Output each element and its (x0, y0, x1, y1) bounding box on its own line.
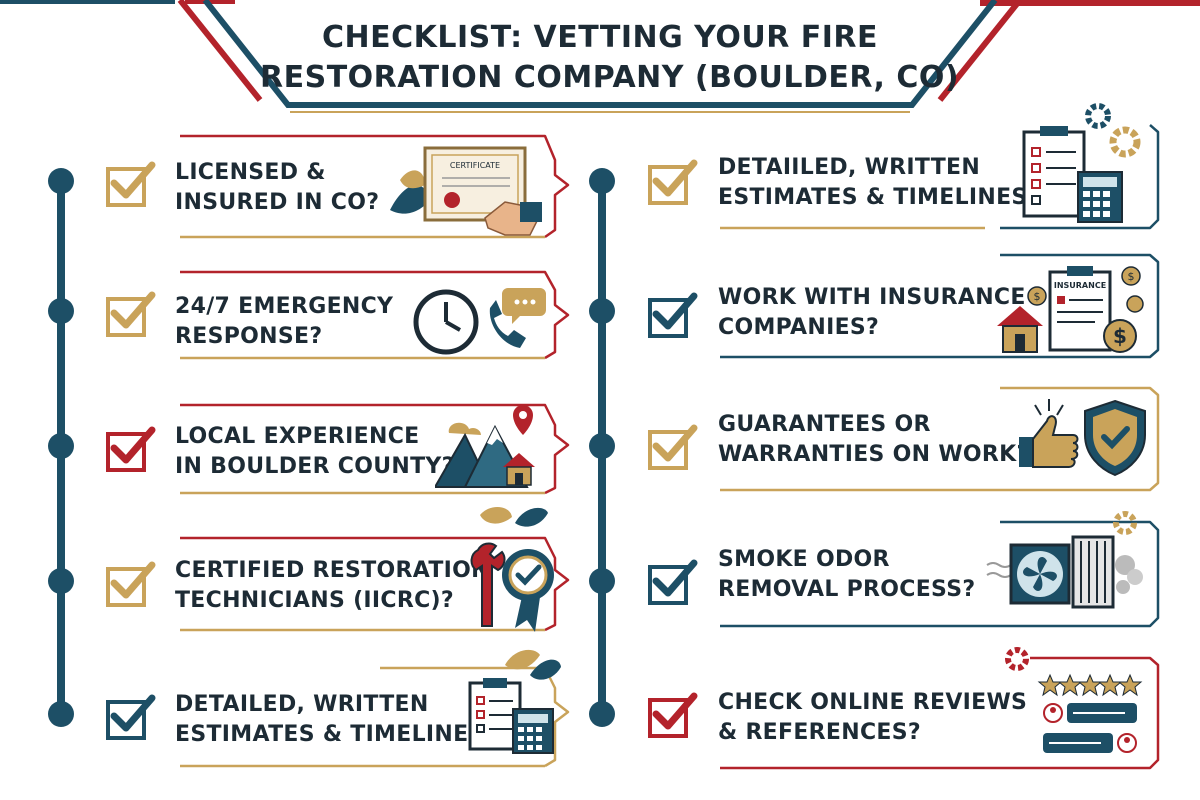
checkmark-icon (652, 692, 698, 730)
title-line-1: CHECKLIST: VETTING YOUR FIRE (321, 20, 878, 55)
insurance-document-icon: $ INSURANCE $ $ (997, 266, 1144, 353)
svg-text:$: $ (1113, 324, 1127, 348)
clipboard-calculator-gears-icon (1022, 103, 1141, 223)
wrench-badge-icon (470, 506, 554, 632)
checkmark-icon (652, 292, 698, 330)
timeline-dot (589, 701, 615, 727)
item-reviews: CHECK ONLINE REVIEWS & REFERENCES? (718, 690, 1028, 745)
checkmark-icon (652, 159, 698, 197)
checkbox-reviews (648, 692, 698, 738)
checkbox-estimates-right (648, 159, 698, 205)
checkmark-icon (110, 426, 156, 464)
timeline-dot (589, 568, 615, 594)
svg-text:$: $ (1034, 290, 1041, 303)
checkbox-certified (106, 561, 156, 607)
item-smoke-odor: SMOKE ODOR REMOVAL PROCESS? (718, 547, 976, 602)
timeline-dot (48, 568, 74, 594)
timeline-dot (589, 433, 615, 459)
item-emergency: 24/7 EMERGENCY RESPONSE? (175, 294, 394, 349)
svg-text:$: $ (1128, 270, 1135, 283)
title-line-2: RESTORATION COMPANY (BOULDER, CO) (260, 60, 960, 95)
timeline-dot (589, 168, 615, 194)
checkbox-guarantees (648, 424, 698, 470)
item-certified: CERTIFIED RESTORATION TECHNICIANS (IICRC… (175, 558, 490, 613)
fan-filter-icon (986, 511, 1143, 609)
item-estimates-right: DETAIILED, WRITTEN ESTIMATES & TIMELINES… (718, 155, 1041, 210)
timeline-dot (589, 298, 615, 324)
item-local-experience: LOCAL EXPERIENCE IN BOULDER COUNTY? (175, 424, 455, 479)
clock-phone-icon (413, 288, 546, 355)
checkmark-icon (110, 291, 156, 329)
checkbox-licensed (106, 161, 156, 207)
clipboard-calculator-icon (468, 649, 561, 754)
item-licensed: LICENSED & INSURED IN CO? (175, 160, 380, 215)
item-estimates-left: DETAILED, WRITTEN ESTIMATES & TIMELINES? (175, 692, 498, 747)
checkbox-smoke-odor (648, 559, 698, 605)
page-title: CHECKLIST: VETTING YOUR FIRE RESTORATION… (260, 18, 960, 98)
checkmark-icon (652, 559, 698, 597)
checkmark-icon (110, 561, 156, 599)
certificate-label: CERTIFICATE (450, 161, 500, 170)
thumbs-up-shield-icon (1019, 399, 1146, 477)
mountains-house-pin-icon (435, 405, 535, 488)
item-insurance: WORK WITH INSURANCE COMPANIES? (718, 285, 1026, 340)
timeline-dot (48, 433, 74, 459)
certificate-handshake-icon: CERTIFICATE (390, 146, 542, 236)
insurance-label: INSURANCE (1054, 281, 1106, 290)
checkbox-emergency (106, 291, 156, 337)
checkbox-estimates-left (106, 694, 156, 740)
checkbox-local-experience (106, 426, 156, 472)
stars-reviews-icon (1005, 647, 1143, 753)
checkmark-icon (110, 161, 156, 199)
item-guarantees: GUARANTEES OR WARRANTIES ON WORK? (718, 412, 1030, 467)
timeline-dot (48, 168, 74, 194)
timeline-dot (48, 701, 74, 727)
timeline-dot (48, 298, 74, 324)
checkbox-insurance (648, 292, 698, 338)
checkmark-icon (652, 424, 698, 462)
checkmark-icon (110, 694, 156, 732)
